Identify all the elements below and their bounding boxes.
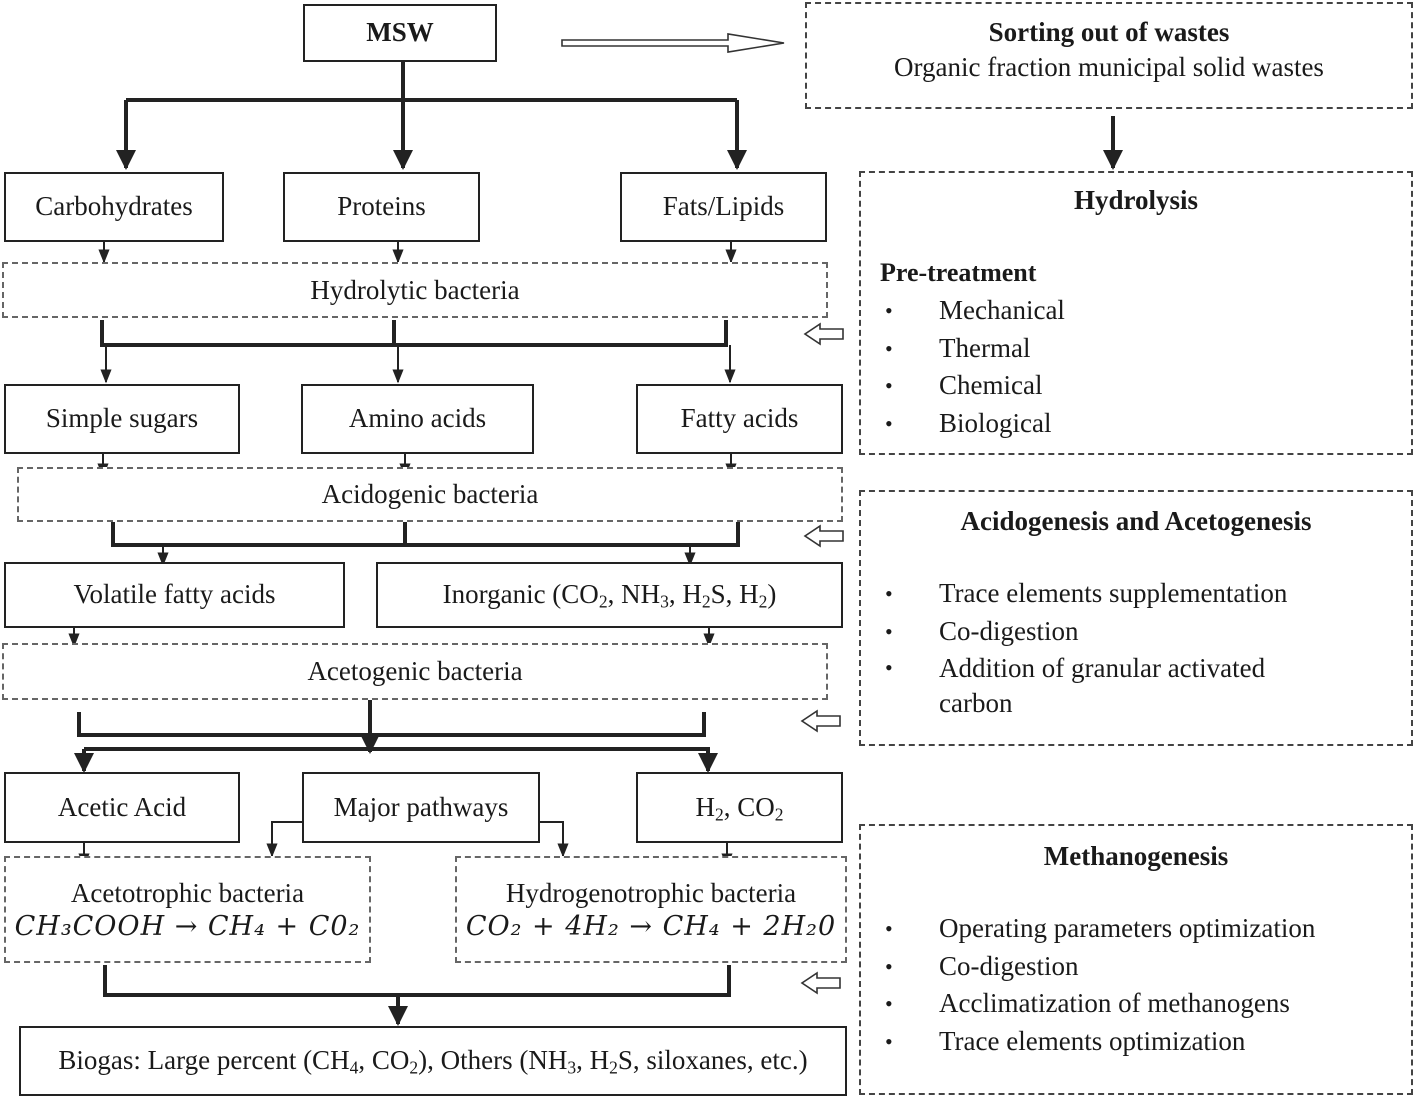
list-item: Trace elements supplementation [861, 575, 1287, 613]
volatile-fatty-acids-label: Volatile fatty acids [73, 579, 276, 610]
list-item: Co-digestion [861, 613, 1287, 651]
acetotrophic-bacteria-label: Acetotrophic bacteria [70, 877, 305, 908]
list-item: Chemical [861, 367, 1065, 405]
major-pathways-label: Major pathways [333, 791, 509, 822]
methanogenesis-list: Operating parameters optimization Co-dig… [861, 910, 1315, 1060]
fatty-acids-label: Fatty acids [680, 403, 799, 434]
carbohydrates-box: Carbohydrates [4, 172, 224, 242]
simple-sugars-box: Simple sugars [4, 384, 240, 454]
pretreatment-title: Pre-treatment [880, 258, 1037, 287]
acetic-acid-label: Acetic Acid [57, 791, 187, 822]
hydrolysis-title: Hydrolysis [1073, 185, 1199, 215]
msw-label: MSW [366, 17, 434, 48]
amino-acids-label: Amino acids [348, 403, 487, 434]
biogas-box: Biogas: Large percent (CH4, CO2), Others… [19, 1026, 847, 1096]
h2-co2-box: H2, CO2 [636, 772, 843, 843]
acidogenesis-list: Trace elements supplementation Co-digest… [861, 575, 1287, 720]
list-item: Addition of granular activated [861, 650, 1287, 686]
acidogenesis-panel: Acidogenesis and Acetogenesis Trace elem… [859, 490, 1413, 746]
acetotrophic-bacteria-box: Acetotrophic bacteria CH₃COOH → CH₄ + C0… [4, 856, 371, 963]
list-item: Acclimatization of methanogens [861, 985, 1315, 1023]
hydrolytic-bacteria-box: Hydrolytic bacteria [2, 262, 828, 318]
carbohydrates-label: Carbohydrates [35, 191, 193, 222]
list-item-continuation: carbon [939, 688, 1013, 718]
simple-sugars-label: Simple sugars [45, 403, 199, 434]
biogas-label: Biogas: Large percent (CH4, CO2), Others… [58, 1045, 808, 1078]
list-item: Co-digestion [861, 948, 1315, 986]
proteins-box: Proteins [283, 172, 480, 242]
list-item: Thermal [861, 330, 1065, 368]
methanogenesis-title: Methanogenesis [1043, 841, 1229, 871]
major-pathways-box: Major pathways [302, 772, 540, 843]
acetogenic-bacteria-label: Acetogenic bacteria [307, 656, 523, 686]
h2-co2-label: H2, CO2 [695, 791, 784, 825]
acetotrophic-equation: CH₃COOH → CH₄ + C0₂ [14, 910, 361, 942]
sorting-title: Sorting out of wastes [988, 17, 1230, 47]
acidogenic-bacteria-label: Acidogenic bacteria [321, 479, 539, 509]
acidogenic-bacteria-box: Acidogenic bacteria [17, 467, 843, 522]
sorting-subtitle: Organic fraction municipal solid wastes [894, 52, 1324, 82]
proteins-label: Proteins [337, 191, 426, 222]
fats-lipids-label: Fats/Lipids [662, 191, 785, 222]
list-item: Trace elements optimization [861, 1023, 1315, 1061]
fats-lipids-box: Fats/Lipids [620, 172, 827, 242]
amino-acids-box: Amino acids [301, 384, 534, 454]
hydrogenotrophic-bacteria-box: Hydrogenotrophic bacteria CO₂ + 4H₂ → CH… [455, 856, 847, 963]
list-item: Biological [861, 405, 1065, 443]
acetogenic-bacteria-box: Acetogenic bacteria [2, 643, 828, 700]
acetic-acid-box: Acetic Acid [4, 772, 240, 843]
hydrolytic-bacteria-label: Hydrolytic bacteria [310, 274, 520, 305]
pretreatment-list: Mechanical Thermal Chemical Biological [861, 292, 1065, 442]
hydrogenotrophic-bacteria-label: Hydrogenotrophic bacteria [505, 877, 797, 908]
sorting-panel: Sorting out of wastes Organic fraction m… [805, 2, 1413, 109]
acidogenesis-title: Acidogenesis and Acetogenesis [960, 506, 1312, 536]
methanogenesis-panel: Methanogenesis Operating parameters opti… [859, 824, 1413, 1095]
hydrolysis-panel: Hydrolysis Pre-treatment Mechanical Ther… [859, 171, 1413, 455]
inorganic-box: Inorganic (CO2, NH3, H2S, H2) [376, 562, 843, 628]
hydrogenotrophic-equation: CO₂ + 4H₂ → CH₄ + 2H₂0 [465, 910, 837, 942]
msw-box: MSW [303, 4, 497, 62]
volatile-fatty-acids-box: Volatile fatty acids [4, 562, 345, 628]
inorganic-label: Inorganic (CO2, NH3, H2S, H2) [442, 579, 777, 612]
list-item: Mechanical [861, 292, 1065, 330]
fatty-acids-box: Fatty acids [636, 384, 843, 454]
list-item: Operating parameters optimization [861, 910, 1315, 948]
